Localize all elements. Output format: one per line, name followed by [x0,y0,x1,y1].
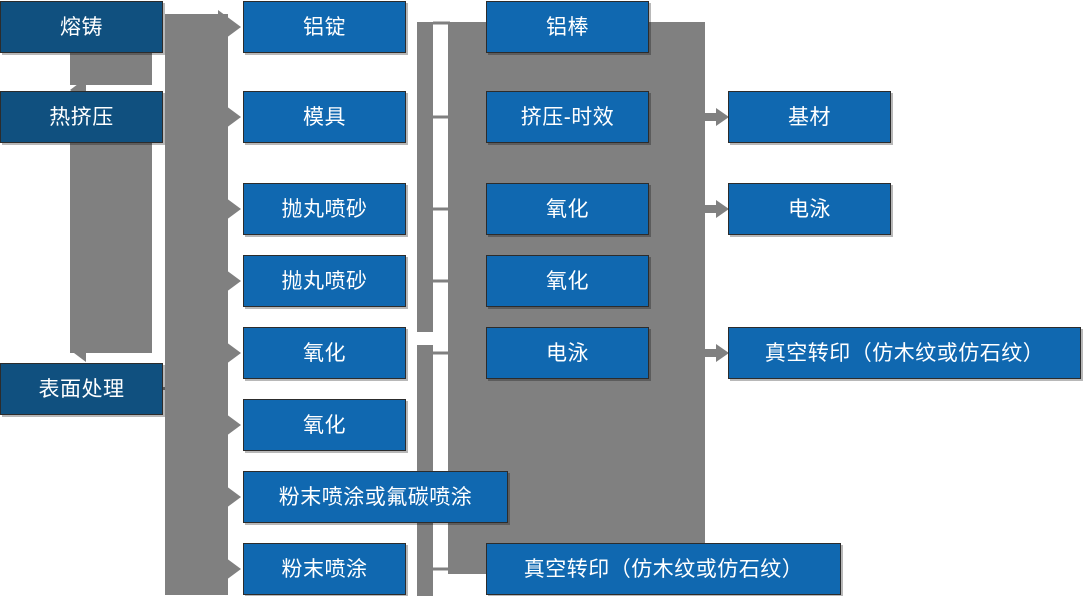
output-box-electrophoresis[interactable]: 电泳 [728,183,891,235]
output-arrows [705,108,729,362]
output-label-electrophoresis: 电泳 [788,197,831,221]
process-box-oxidation-1[interactable]: 氧化 [486,183,649,235]
material-fan-spine [165,10,241,595]
process-label-oxidation-2: 氧化 [546,269,589,293]
material-label-shot-blast-2: 抛丸喷砂 [281,269,368,293]
material-label-oxidation-1: 氧化 [303,341,346,365]
stage-box-surface-treatment[interactable]: 表面处理 [0,363,163,415]
process-box-vacuum-transfer[interactable]: 真空转印（仿木纹或仿石纹） [486,543,841,595]
material-label-powder-or-pvdf: 粉末喷涂或氟碳喷涂 [278,485,473,509]
process-label-electrophoresis: 电泳 [546,341,589,365]
stage-label-surface-treatment: 表面处理 [38,377,125,401]
output-label-vacuum-transfer: 真空转印（仿木纹或仿石纹） [764,341,1045,365]
process-label-extrusion-aging: 挤压-时效 [520,105,615,129]
output-box-base-material[interactable]: 基材 [728,91,891,143]
process-box-electrophoresis[interactable]: 电泳 [486,327,649,379]
stage-box-hot-extrusion[interactable]: 热挤压 [0,91,163,143]
surface-treatment-stub [163,387,177,390]
material-box-oxidation-2[interactable]: 氧化 [243,399,406,451]
material-label-oxidation-2: 氧化 [303,413,346,437]
process-box-aluminum-bar[interactable]: 铝棒 [486,1,649,53]
process-box-extrusion-aging[interactable]: 挤压-时效 [486,91,649,143]
material-label-aluminum-ingot: 铝锭 [303,15,346,39]
material-box-mold[interactable]: 模具 [243,91,406,143]
material-box-shot-blast-2[interactable]: 抛丸喷砂 [243,255,406,307]
stage-label-hot-extrusion: 热挤压 [49,105,114,129]
stage-label-melt-cast: 熔铸 [60,15,103,39]
process-label-vacuum-transfer: 真空转印（仿木纹或仿石纹） [523,557,804,581]
output-label-base-material: 基材 [788,105,831,129]
material-label-shot-blast-1: 抛丸喷砂 [281,197,368,221]
material-box-aluminum-ingot[interactable]: 铝锭 [243,1,406,53]
process-label-oxidation-1: 氧化 [546,197,589,221]
material-label-mold: 模具 [303,105,346,129]
material-box-powder-coating[interactable]: 粉末喷涂 [243,543,406,595]
material-box-shot-blast-1[interactable]: 抛丸喷砂 [243,183,406,235]
material-box-oxidation-1[interactable]: 氧化 [243,327,406,379]
process-label-aluminum-bar: 铝棒 [546,15,589,39]
output-box-vacuum-transfer[interactable]: 真空转印（仿木纹或仿石纹） [728,327,1081,379]
material-label-powder-coating: 粉末喷涂 [281,557,368,581]
process-box-oxidation-2[interactable]: 氧化 [486,255,649,307]
material-box-powder-or-pvdf[interactable]: 粉末喷涂或氟碳喷涂 [243,471,508,523]
stage-box-melt-cast[interactable]: 熔铸 [0,1,163,53]
